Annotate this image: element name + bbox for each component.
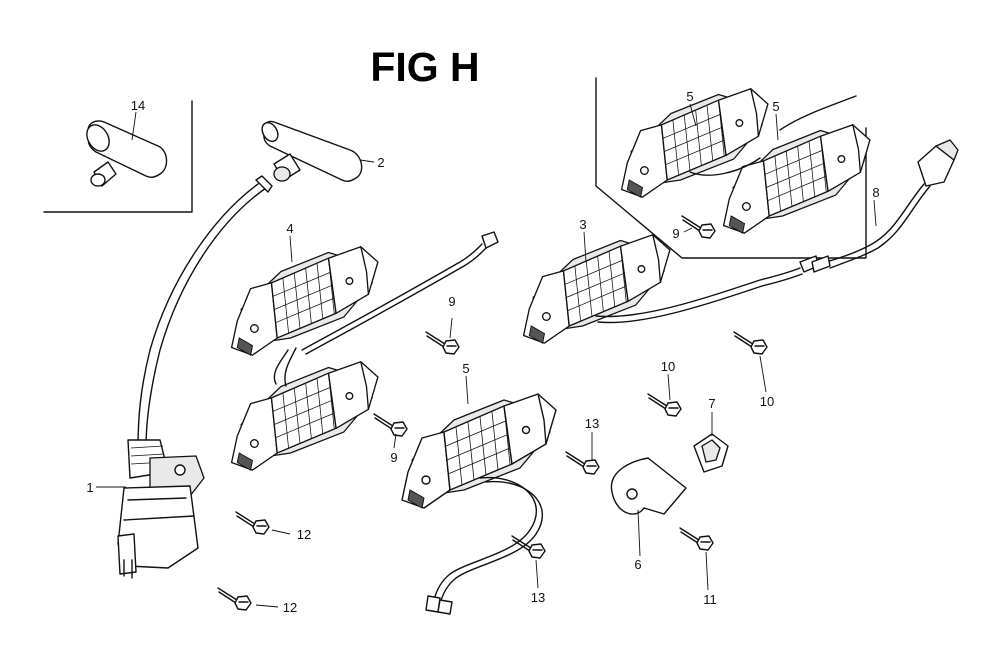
bolt-13-lower — [511, 535, 546, 559]
callout-9-middle: 9 — [448, 294, 455, 309]
callout-6: 6 — [634, 557, 641, 572]
callout-10-right: 10 — [760, 394, 774, 409]
callout-12-upper: 12 — [297, 527, 311, 542]
callout-12-lower: 12 — [283, 600, 297, 615]
lighting-coil-3 — [522, 234, 671, 344]
inset-frame-14 — [43, 100, 193, 213]
callout-9-lower: 9 — [390, 450, 397, 465]
bolt-13-upper — [565, 451, 600, 475]
lighting-coil-5-center — [401, 393, 557, 509]
inset-frame-5 — [595, 77, 867, 259]
lighting-coil-4-lower — [230, 361, 379, 471]
callout-11: 11 — [703, 592, 717, 607]
bolt-12-upper — [235, 511, 270, 535]
callout-2: 2 — [377, 155, 384, 170]
bolt-9-upper — [681, 215, 716, 239]
bolt-9-lower — [373, 413, 408, 437]
callout-3: 3 — [579, 217, 586, 232]
lighting-coil-4-upper — [230, 246, 379, 356]
callout-1: 1 — [86, 480, 93, 495]
callouts: 1 2 3 4 5 5 5 6 7 8 9 9 9 10 10 11 12 12… — [86, 89, 879, 615]
callout-7: 7 — [708, 396, 715, 411]
clip-7 — [693, 433, 729, 473]
bolt-10-right — [733, 331, 768, 355]
callout-5-inset-left: 5 — [686, 89, 693, 104]
bolt-10-center — [647, 393, 682, 417]
spark-plug-cap-2 — [261, 120, 363, 183]
callout-10-center: 10 — [661, 359, 675, 374]
callout-13-lower: 13 — [531, 590, 545, 605]
callout-9-upper: 9 — [672, 226, 679, 241]
bracket-6 — [610, 457, 687, 515]
callout-5-inset-right: 5 — [772, 99, 779, 114]
callout-8: 8 — [872, 185, 879, 200]
callout-13-upper: 13 — [585, 416, 599, 431]
callout-14: 14 — [131, 98, 145, 113]
callout-4: 4 — [286, 221, 293, 236]
leader-lines — [96, 103, 877, 608]
figure-title: FIG H — [370, 44, 479, 90]
spark-plug-cap-14 — [86, 120, 168, 187]
ignition-coil-1 — [117, 439, 205, 579]
bolt-12-lower — [217, 587, 252, 611]
connector-cable-8 — [811, 139, 959, 273]
bolt-9-middle — [425, 331, 460, 355]
bolt-11 — [679, 527, 714, 551]
callout-5-center: 5 — [462, 361, 469, 376]
